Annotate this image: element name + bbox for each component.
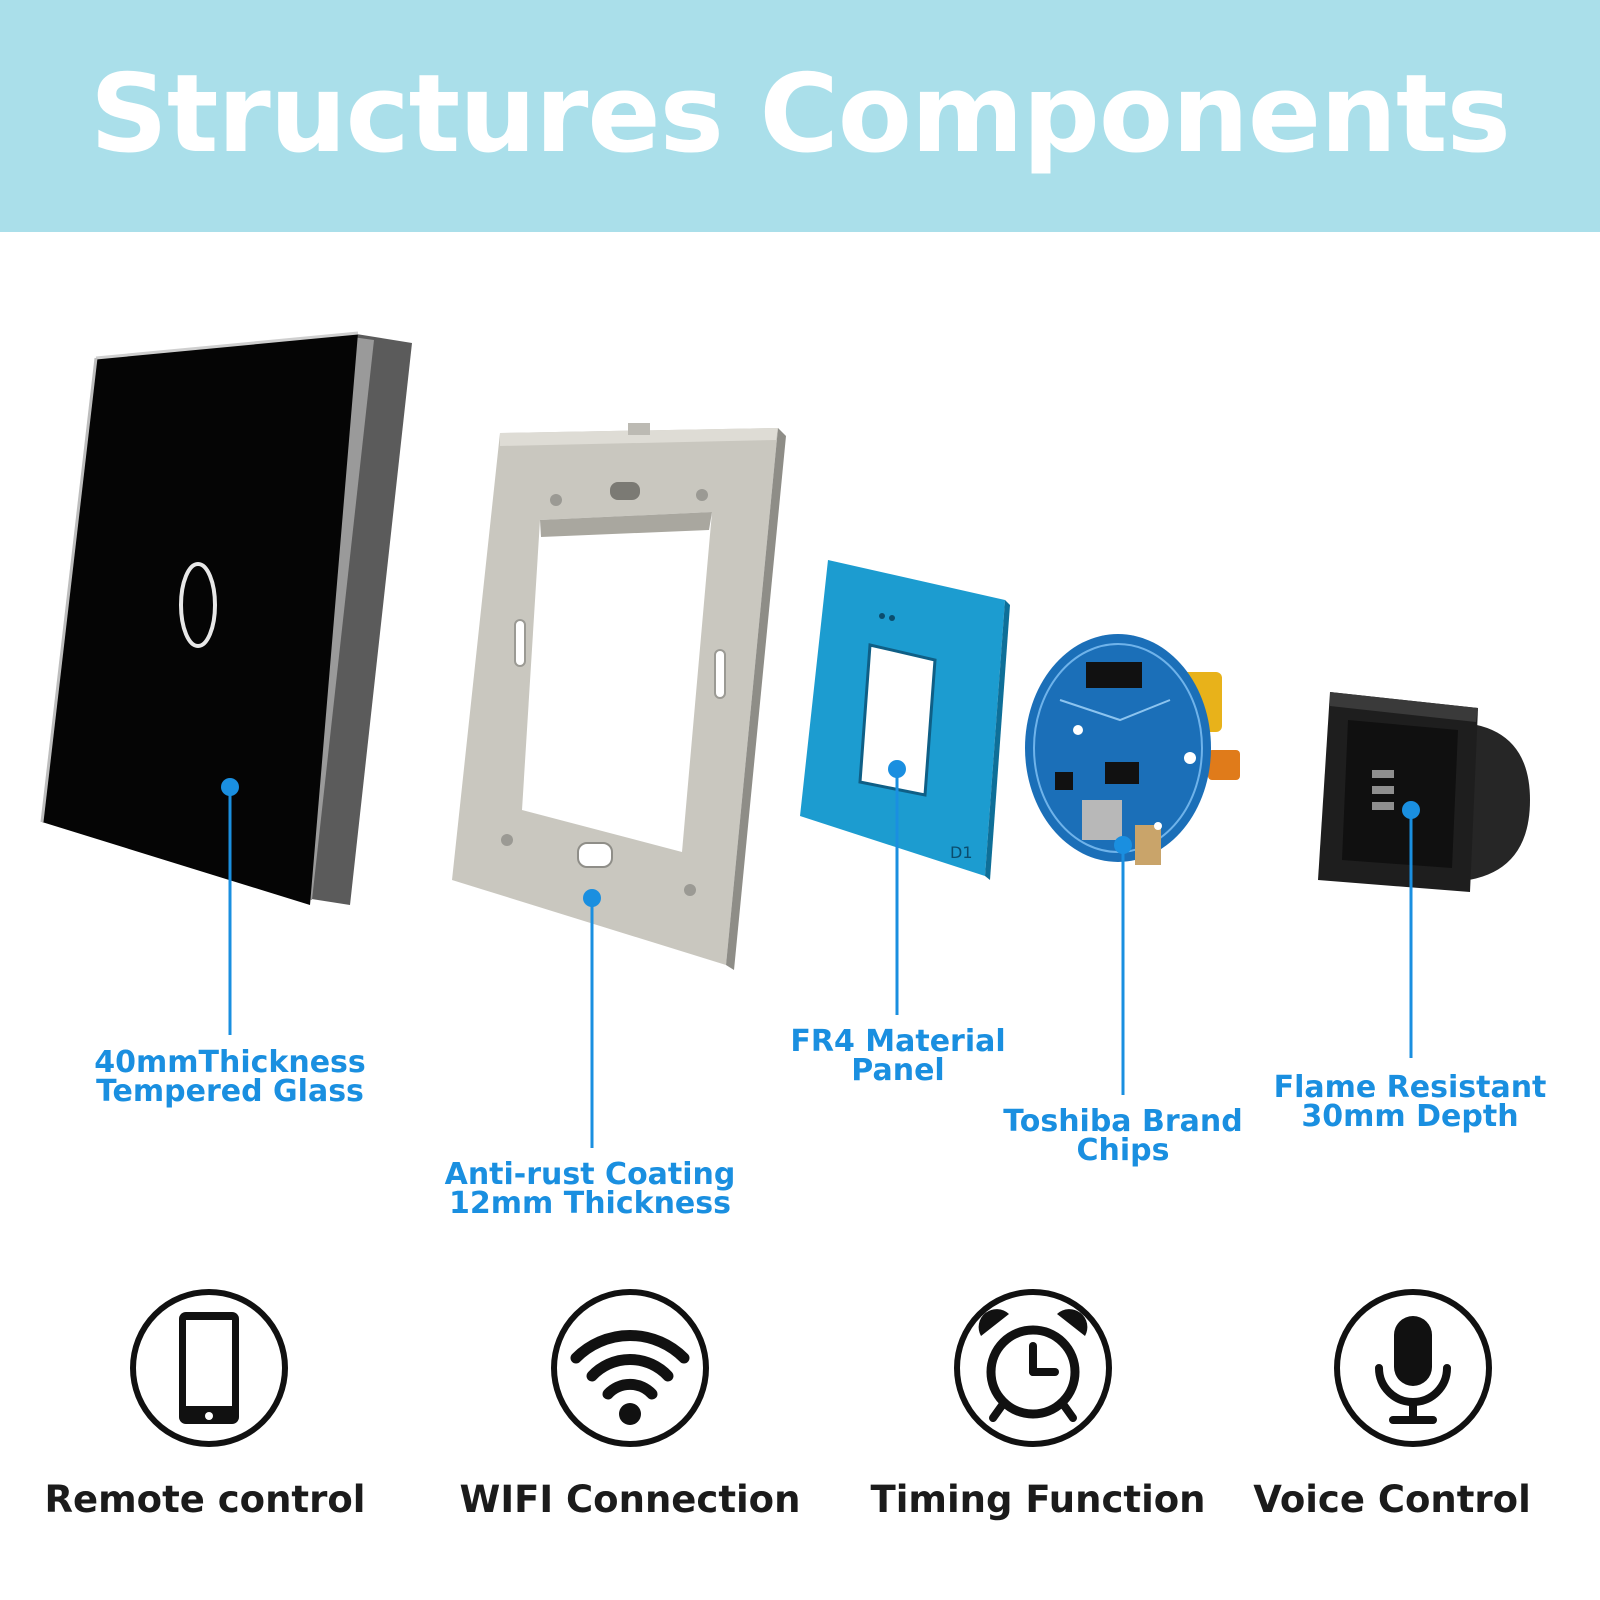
callout-frame: Anti-rust Coating 12mm Thickness (444, 1157, 736, 1221)
alarm-clock-icon (954, 1289, 1112, 1447)
fr4-board: D1 (800, 560, 1010, 880)
feature-wifi-connection (450, 1286, 810, 1450)
callout-fr4: FR4 Material Panel (790, 1024, 1006, 1088)
callout-pcb: Toshiba Brand Chips (1003, 1104, 1243, 1168)
base-box (1318, 692, 1530, 892)
callout-dot-fr4 (888, 760, 906, 778)
callout-dot-glass (221, 778, 239, 796)
callout-base: Flame Resistant 30mm Depth (1273, 1070, 1547, 1134)
header-banner: Structures Components (0, 0, 1600, 232)
callout-leaders (228, 769, 1413, 1148)
wifi-icon (551, 1289, 709, 1447)
feature-label-timing-function: Timing Function (870, 1478, 1206, 1521)
feature-timing-function (853, 1286, 1213, 1450)
touch-ring-icon (179, 562, 217, 648)
feature-remote-control (29, 1286, 389, 1450)
microphone-icon (1334, 1289, 1492, 1447)
feature-label-wifi-connection: WIFI Connection (459, 1478, 801, 1521)
page-title: Structures Components (90, 52, 1511, 177)
feature-label-voice-control: Voice Control (1253, 1478, 1531, 1521)
feature-label-remote-control: Remote control (44, 1478, 366, 1521)
callout-dot-frame (583, 889, 601, 907)
callout-glass: 40mmThickness Tempered Glass (94, 1045, 366, 1109)
mounting-frame (452, 423, 786, 970)
callout-dot-base (1402, 801, 1420, 819)
smartphone-icon (130, 1289, 288, 1447)
feature-voice-control (1233, 1286, 1593, 1450)
board-marking: D1 (950, 843, 973, 862)
callout-dot-pcb (1114, 836, 1132, 854)
tempered-glass-panel (40, 331, 412, 905)
control-pcb (1025, 634, 1240, 865)
